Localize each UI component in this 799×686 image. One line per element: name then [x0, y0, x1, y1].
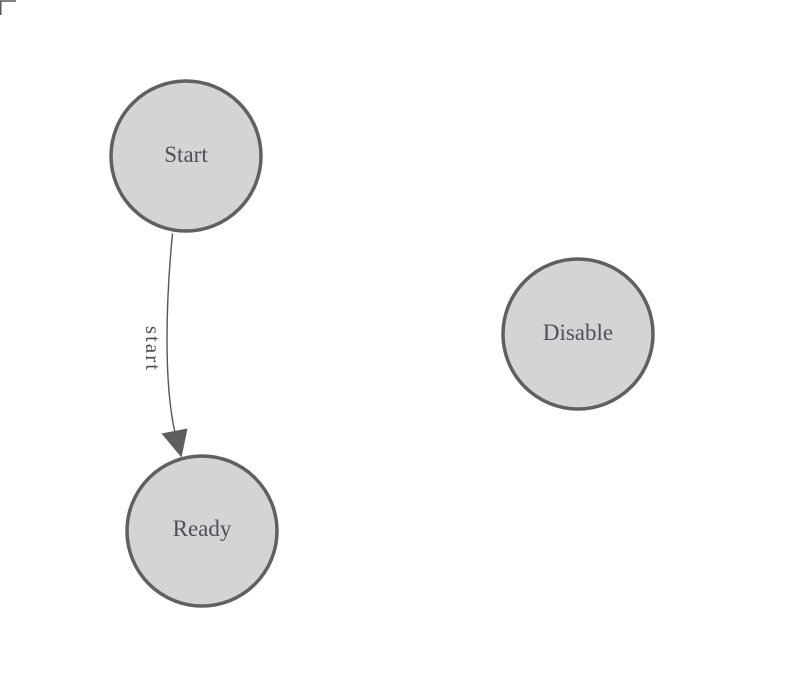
- edge-label[interactable]: start: [141, 326, 165, 372]
- state-node-start[interactable]: Start: [109, 79, 263, 233]
- state-circle-disable[interactable]: [501, 257, 655, 411]
- state-label-ready: Ready: [173, 516, 232, 541]
- state-node-disable[interactable]: Disable: [501, 257, 655, 411]
- edge-path[interactable]: [166, 233, 176, 433]
- edge-arrowhead-icon: [161, 428, 188, 458]
- canvas-corner-mark: [0, 0, 16, 15]
- state-circle-ready[interactable]: [125, 454, 279, 608]
- state-circle-start[interactable]: [109, 79, 263, 233]
- state-label-start: Start: [164, 142, 208, 167]
- transition-edge-start-ready[interactable]: start: [141, 233, 188, 458]
- state-node-ready[interactable]: Ready: [125, 454, 279, 608]
- state-label-disable: Disable: [543, 320, 613, 345]
